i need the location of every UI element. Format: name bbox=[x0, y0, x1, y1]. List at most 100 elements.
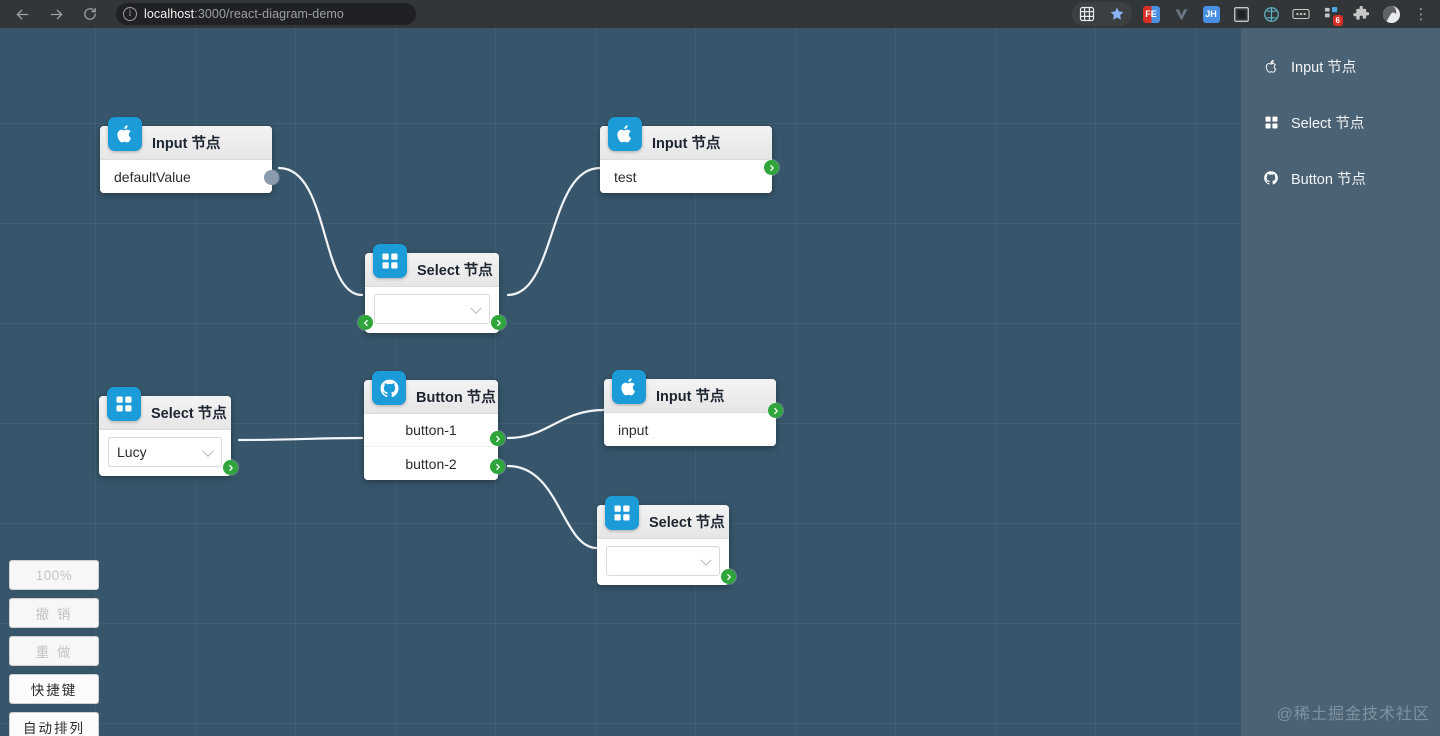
zoom-level-button[interactable]: 100% bbox=[9, 560, 99, 590]
pinned-extensions-group bbox=[1072, 2, 1132, 26]
profile-avatar-icon[interactable] bbox=[1376, 0, 1406, 28]
palette-item-input[interactable]: Input 节点 bbox=[1241, 46, 1440, 86]
node-header: Select 节点 bbox=[597, 496, 729, 539]
jh-extension-icon[interactable]: JH bbox=[1196, 0, 1226, 28]
puzzle-extensions-icon[interactable] bbox=[1346, 0, 1376, 28]
redo-button[interactable]: 重 做 bbox=[9, 636, 99, 666]
undo-button[interactable]: 撤 销 bbox=[9, 598, 99, 628]
url-path: :3000/react-diagram-demo bbox=[194, 7, 344, 21]
node-header: Select 节点 bbox=[99, 387, 231, 430]
palette-item-button[interactable]: Button 节点 bbox=[1241, 158, 1440, 198]
node-select-1[interactable]: Select 节点 bbox=[358, 244, 506, 333]
port-output-1[interactable] bbox=[490, 431, 505, 446]
info-icon[interactable]: i bbox=[123, 7, 137, 21]
select-value: Lucy bbox=[117, 444, 147, 460]
chevron-down-icon bbox=[202, 445, 214, 457]
watermark: @稀土掘金技术社区 bbox=[1276, 706, 1430, 723]
node-body bbox=[597, 546, 729, 576]
port-output[interactable] bbox=[764, 160, 779, 175]
edge-layer bbox=[237, 166, 606, 550]
shortcuts-button[interactable]: 快捷键 bbox=[9, 674, 99, 704]
fe-extension-icon[interactable]: FE bbox=[1136, 0, 1166, 28]
chrome-menu-icon[interactable]: ⋮ bbox=[1413, 6, 1429, 23]
node-button-1[interactable]: Button 节点 button-1 button-2 bbox=[364, 371, 505, 480]
notifications-extension-icon[interactable]: 6 bbox=[1316, 0, 1346, 28]
node-header: Input 节点 bbox=[100, 117, 272, 160]
button-row-2[interactable]: button-2 bbox=[405, 455, 457, 472]
node-body: test bbox=[600, 160, 772, 193]
appstore-icon bbox=[1263, 114, 1279, 130]
edge-button1-out1-to-input3 bbox=[506, 408, 606, 440]
node-value[interactable]: test bbox=[614, 168, 637, 185]
more-dots-extension-icon[interactable] bbox=[1286, 0, 1316, 28]
back-arrow-icon[interactable] bbox=[8, 0, 36, 28]
apple-icon bbox=[608, 117, 642, 151]
node-body bbox=[365, 294, 499, 324]
node-select-3[interactable]: Select 节点 bbox=[597, 496, 736, 585]
node-title: Button 节点 bbox=[416, 390, 496, 406]
edge-input1-to-select1 bbox=[277, 166, 364, 297]
node-title: Select 节点 bbox=[151, 406, 227, 422]
reload-icon[interactable] bbox=[76, 0, 104, 28]
port-output[interactable] bbox=[264, 170, 279, 185]
port-output[interactable] bbox=[721, 569, 736, 584]
port-output-2[interactable] bbox=[490, 459, 505, 474]
appstore-icon bbox=[373, 244, 407, 278]
url-host: localhost bbox=[144, 7, 195, 21]
edge-select1-to-input2 bbox=[506, 166, 602, 297]
address-bar-url: localhost:3000/react-diagram-demo bbox=[144, 7, 344, 21]
bookmark-star-icon[interactable] bbox=[1102, 0, 1132, 28]
square-extension-icon[interactable] bbox=[1226, 0, 1256, 28]
forward-arrow-icon[interactable] bbox=[42, 0, 70, 28]
chevron-down-icon bbox=[470, 302, 482, 314]
node-input-3[interactable]: Input 节点 input bbox=[604, 370, 783, 446]
palette-item-label: Select 节点 bbox=[1291, 115, 1365, 132]
palette-item-select[interactable]: Select 节点 bbox=[1241, 102, 1440, 142]
button-row-1[interactable]: button-1 bbox=[364, 414, 498, 447]
edge-button1-out2-to-select3 bbox=[506, 464, 599, 550]
github-icon bbox=[372, 371, 406, 405]
apple-icon bbox=[108, 117, 142, 151]
address-bar[interactable]: i localhost:3000/react-diagram-demo bbox=[116, 3, 416, 25]
node-header: Select 节点 bbox=[365, 244, 499, 287]
node-header: Button 节点 bbox=[364, 371, 498, 414]
browser-toolbar: i localhost:3000/react-diagram-demo FE J… bbox=[0, 0, 1440, 28]
node-value[interactable]: defaultValue bbox=[114, 168, 191, 185]
palette-item-label: Input 节点 bbox=[1291, 59, 1357, 76]
apple-icon bbox=[612, 370, 646, 404]
edge-select2-to-button1 bbox=[237, 436, 364, 442]
grid-extension-icon[interactable] bbox=[1072, 0, 1102, 28]
node-title: Select 节点 bbox=[417, 263, 493, 279]
port-output[interactable] bbox=[223, 460, 238, 475]
node-body: button-1 button-2 bbox=[364, 414, 498, 480]
port-output[interactable] bbox=[491, 315, 506, 330]
extensions-toolbar: FE JH 6 ⋮ bbox=[1072, 0, 1440, 28]
node-header: Input 节点 bbox=[600, 117, 772, 160]
node-input-2[interactable]: Input 节点 test bbox=[600, 117, 779, 193]
node-body: Lucy bbox=[99, 437, 231, 467]
node-title: Input 节点 bbox=[152, 136, 221, 152]
github-icon bbox=[1263, 170, 1279, 186]
node-header: Input 节点 bbox=[604, 370, 776, 413]
port-input[interactable] bbox=[358, 315, 373, 330]
node-body: input bbox=[604, 413, 776, 446]
node-title: Input 节点 bbox=[652, 136, 721, 152]
select-dropdown[interactable] bbox=[374, 294, 490, 324]
select-dropdown[interactable] bbox=[606, 546, 720, 576]
node-input-1[interactable]: Input 节点 defaultValue bbox=[100, 117, 279, 193]
notification-count-badge: 6 bbox=[1332, 15, 1343, 26]
diagram-canvas[interactable]: Input 节点 defaultValue Input 节点 test Sele… bbox=[0, 28, 1240, 736]
node-title: Select 节点 bbox=[649, 515, 725, 531]
node-value[interactable]: input bbox=[618, 421, 649, 438]
globe-extension-icon[interactable] bbox=[1256, 0, 1286, 28]
apple-icon bbox=[1263, 58, 1279, 74]
node-palette-panel: Input 节点 Select 节点 Button 节点 @稀土掘金技术社区 bbox=[1240, 28, 1440, 736]
node-select-2[interactable]: Select 节点 Lucy bbox=[99, 387, 238, 476]
port-output[interactable] bbox=[768, 403, 783, 418]
palette-item-label: Button 节点 bbox=[1291, 171, 1366, 188]
auto-layout-button[interactable]: 自动排列 bbox=[9, 712, 99, 736]
select-dropdown[interactable]: Lucy bbox=[108, 437, 222, 467]
canvas-toolbar: 自动排列 快捷键 重 做 撤 销 100% bbox=[9, 560, 99, 736]
v-extension-icon[interactable] bbox=[1166, 0, 1196, 28]
chevron-down-icon bbox=[700, 554, 712, 566]
